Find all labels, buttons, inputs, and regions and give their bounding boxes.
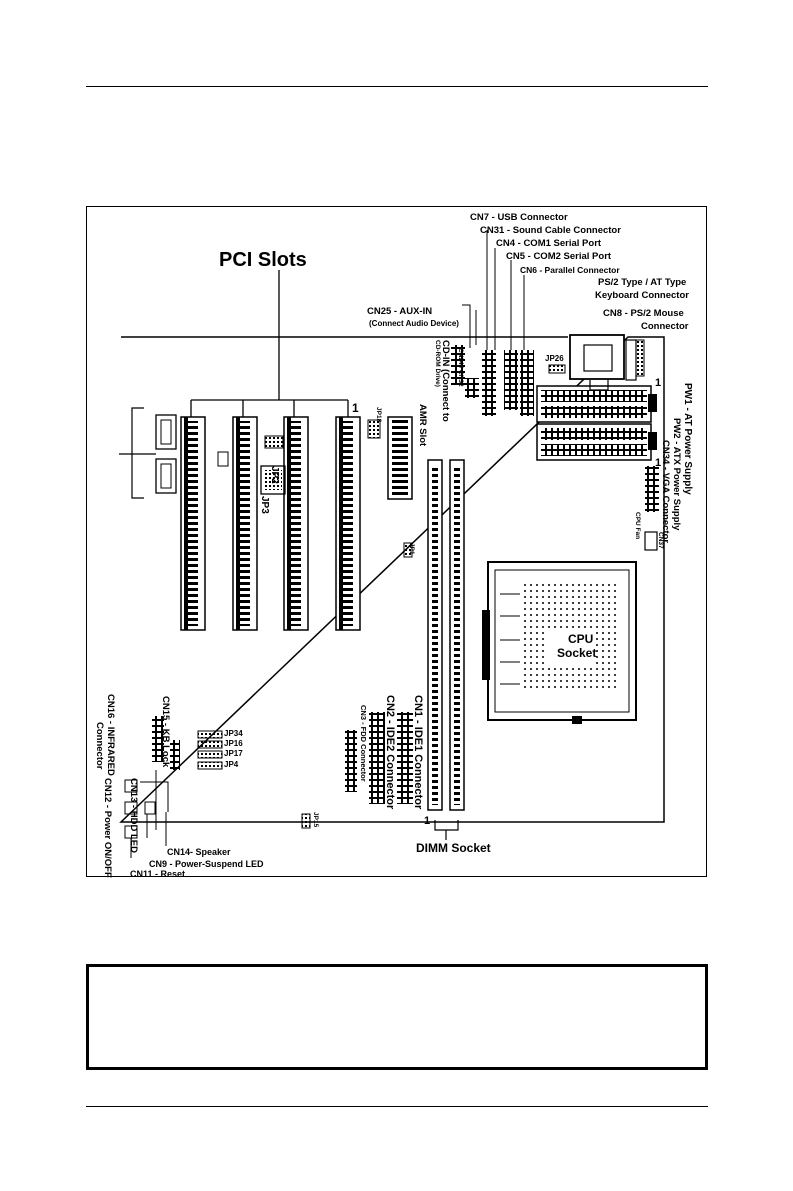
cn25-label: CN25 - AUX-IN	[367, 306, 433, 317]
pin1-marker-pw2: 1	[655, 457, 662, 469]
cn34-label: CN34 - VGA Connector	[660, 440, 671, 544]
amr-slot-label: AMR Slot	[417, 404, 428, 447]
amr-slot	[387, 416, 413, 500]
pin1-marker-pw1: 1	[655, 377, 662, 389]
cn16-label: CN16 - INFRARED	[105, 694, 116, 776]
diagram-frame	[86, 206, 707, 877]
cn3-label: CN3 - FDD Connector	[359, 705, 368, 782]
pw1-label: PW1 - AT Power Supply	[682, 383, 693, 495]
footer-rule	[86, 1106, 708, 1107]
cn6-label: CN6 - Parallel Connector	[520, 265, 620, 275]
front-panel-headers	[124, 716, 311, 858]
jp17-label: JP17	[224, 749, 243, 758]
keyboard-connector-drawing	[569, 334, 637, 391]
cdin-sub-label: CD-ROM Drive)	[434, 340, 441, 387]
pci-slot-1	[180, 416, 206, 631]
jp15-label: JP15	[312, 812, 319, 828]
ps2-keyboard-label-2: Keyboard Connector	[595, 290, 689, 301]
cn13-label: CN13 - HDD LED	[128, 778, 139, 853]
cn1-label: CN1 - IDE1 Connector	[412, 695, 424, 810]
cn31-label: CN31 - Sound Cable Connector	[480, 225, 621, 236]
jp4-label: JP4	[224, 760, 239, 769]
ps2-keyboard-label: PS/2 Type / AT Type	[598, 277, 687, 288]
pci-slots-label: PCI Slots	[219, 249, 307, 271]
jp1-label: JP1	[408, 543, 415, 555]
jp3-label: JP3	[259, 496, 270, 514]
cpu-socket-label: Socket	[557, 646, 597, 660]
jp26-label: JP26	[545, 354, 564, 363]
jp2-label: JP2	[269, 466, 280, 484]
cn16-sub-label: Connector	[94, 722, 105, 770]
pw2-label: PW2 - ATX Power Supply	[671, 418, 682, 531]
jp34-label: JP34	[224, 729, 243, 738]
cdin-label: CD-IN (Connect to	[440, 340, 451, 422]
board-outline	[119, 336, 665, 823]
power-connectors	[536, 385, 657, 461]
cn8-label: CN8 - PS/2 Mouse	[603, 308, 684, 319]
dimm-socket-label: DIMM Socket	[416, 841, 491, 855]
pci-slot-3	[283, 416, 309, 631]
cpu-fan-label: CPU Fan	[634, 512, 641, 540]
cn24-cn32-label: CN24 / CN32	[457, 348, 464, 387]
note-box	[86, 964, 708, 1070]
rear-headers	[451, 230, 566, 416]
dimm-sockets	[427, 459, 465, 840]
jp16-label: JP16	[224, 739, 243, 748]
pci-slot-4	[335, 416, 361, 631]
cpu-socket-drawing	[482, 561, 637, 724]
cn12-label: CN12 - Power ON/OFF	[102, 778, 113, 878]
cn7-label: CN7 - USB Connector	[470, 212, 568, 223]
cn2-label: CN2 - IDE2 Connector	[384, 695, 396, 810]
jp18-label: JP18	[375, 407, 382, 423]
cn4-label: CN4 - COM1 Serial Port	[496, 238, 602, 249]
cn5-label: CN5 - COM2 Serial Port	[506, 251, 612, 262]
cn25-sub-label: (Connect Audio Device)	[369, 319, 459, 328]
cn14-label: CN14- Speaker	[167, 847, 231, 857]
pin1-marker-pci: 1	[352, 401, 359, 415]
cpu-label: CPU	[568, 632, 594, 646]
cn37-label: CN37	[657, 532, 664, 549]
header-rule	[86, 86, 708, 87]
cn9-label: CN9 - Power-Suspend LED	[149, 859, 264, 869]
pci-slot-2	[232, 416, 258, 631]
pin1-marker-dimm: 1	[424, 815, 431, 827]
left-connector-group	[119, 407, 229, 499]
cn8-label-2: Connector	[641, 321, 689, 332]
cn11-label: CN11 - Reset	[130, 869, 186, 879]
cn15-label: CN15 - KB Lock	[160, 696, 171, 768]
